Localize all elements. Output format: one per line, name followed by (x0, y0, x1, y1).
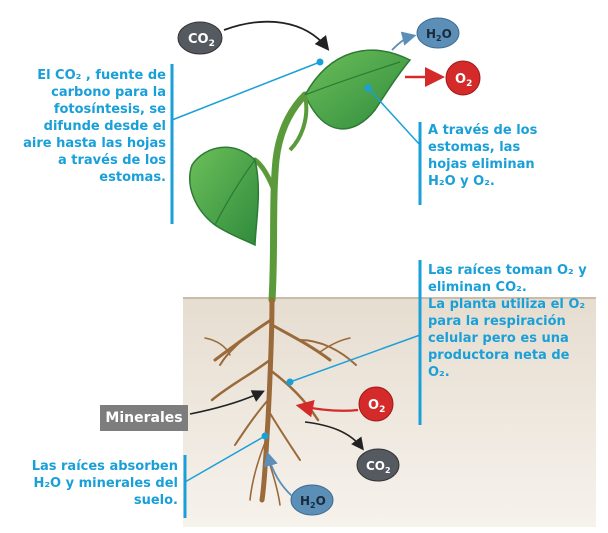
h2o-root-end: O (316, 494, 326, 508)
svg-text:CO2: CO2 (366, 459, 391, 475)
annotation-co2-source: El CO₂ , fuente de carbono para la fotos… (23, 68, 166, 185)
co2-root-molecule: CO2 (356, 448, 400, 482)
soil-area-right (411, 297, 596, 527)
co2-top-molecule: CO2 (177, 21, 223, 55)
stomata-leader (367, 87, 421, 146)
h2o-top-label: H (426, 27, 436, 41)
plant-stem-branch (252, 157, 277, 193)
roots (204, 297, 357, 506)
annotation-roots-respiration: Las raíces toman O₂ y eliminan CO₂. La p… (428, 263, 587, 380)
co2-top-label: CO (188, 32, 209, 47)
roots-absorb-leader (184, 435, 266, 483)
stomata-dot (364, 84, 372, 92)
h2o-top-end: O (442, 27, 452, 41)
lower-leaf-vein (214, 159, 256, 226)
h2o-root-molecule: H2O (290, 484, 334, 516)
lower-leaf (189, 146, 260, 247)
o2-top-sub: 2 (466, 79, 472, 89)
co2-source-leader (171, 61, 321, 121)
upper-leaf (304, 49, 412, 130)
h2o-root-label: H (300, 494, 310, 508)
co2-top-sub: 2 (209, 39, 215, 49)
o2-root-molecule: O2 (358, 386, 394, 422)
roots-respiration-dot (286, 378, 294, 386)
co2-top-arrow (223, 20, 330, 51)
h2o-root-sub: 2 (310, 501, 316, 510)
co2-root-sub: 2 (385, 466, 391, 475)
annotation-lines (170, 58, 422, 518)
minerals-label: Minerales (100, 405, 188, 431)
upper-leaf-vein (304, 61, 401, 96)
svg-text:H2O: H2O (426, 27, 452, 43)
roots-respiration-leader (289, 334, 421, 383)
o2-root-label: O (368, 398, 379, 413)
minerals-arrow (189, 390, 265, 415)
o2-root-sub: 2 (379, 405, 385, 415)
co2-source-dot (316, 58, 324, 66)
svg-text:CO2: CO2 (188, 32, 215, 49)
o2-top-molecule: O2 (445, 60, 481, 96)
h2o-root-arrow (263, 451, 293, 497)
svg-text:O2: O2 (368, 398, 385, 415)
h2o-top-arrow (391, 31, 417, 51)
co2-root-arrow (304, 421, 364, 451)
upper-leaf-under (288, 94, 309, 152)
plant-stem (268, 91, 309, 304)
h2o-top-molecule: H2O (416, 17, 460, 49)
co2-root-label: CO (366, 459, 385, 473)
svg-text:O2: O2 (455, 72, 472, 89)
annotation-roots-absorb: Las raíces absorben H₂O y minerales del … (31, 459, 178, 508)
o2-root-arrow (295, 399, 359, 418)
roots-absorb-dot (261, 432, 269, 440)
o2-top-label: O (455, 72, 466, 87)
h2o-top-sub: 2 (436, 34, 442, 43)
svg-text:H2O: H2O (300, 494, 326, 510)
annotation-stomata: A través de los estomas, las hojas elimi… (428, 123, 538, 189)
